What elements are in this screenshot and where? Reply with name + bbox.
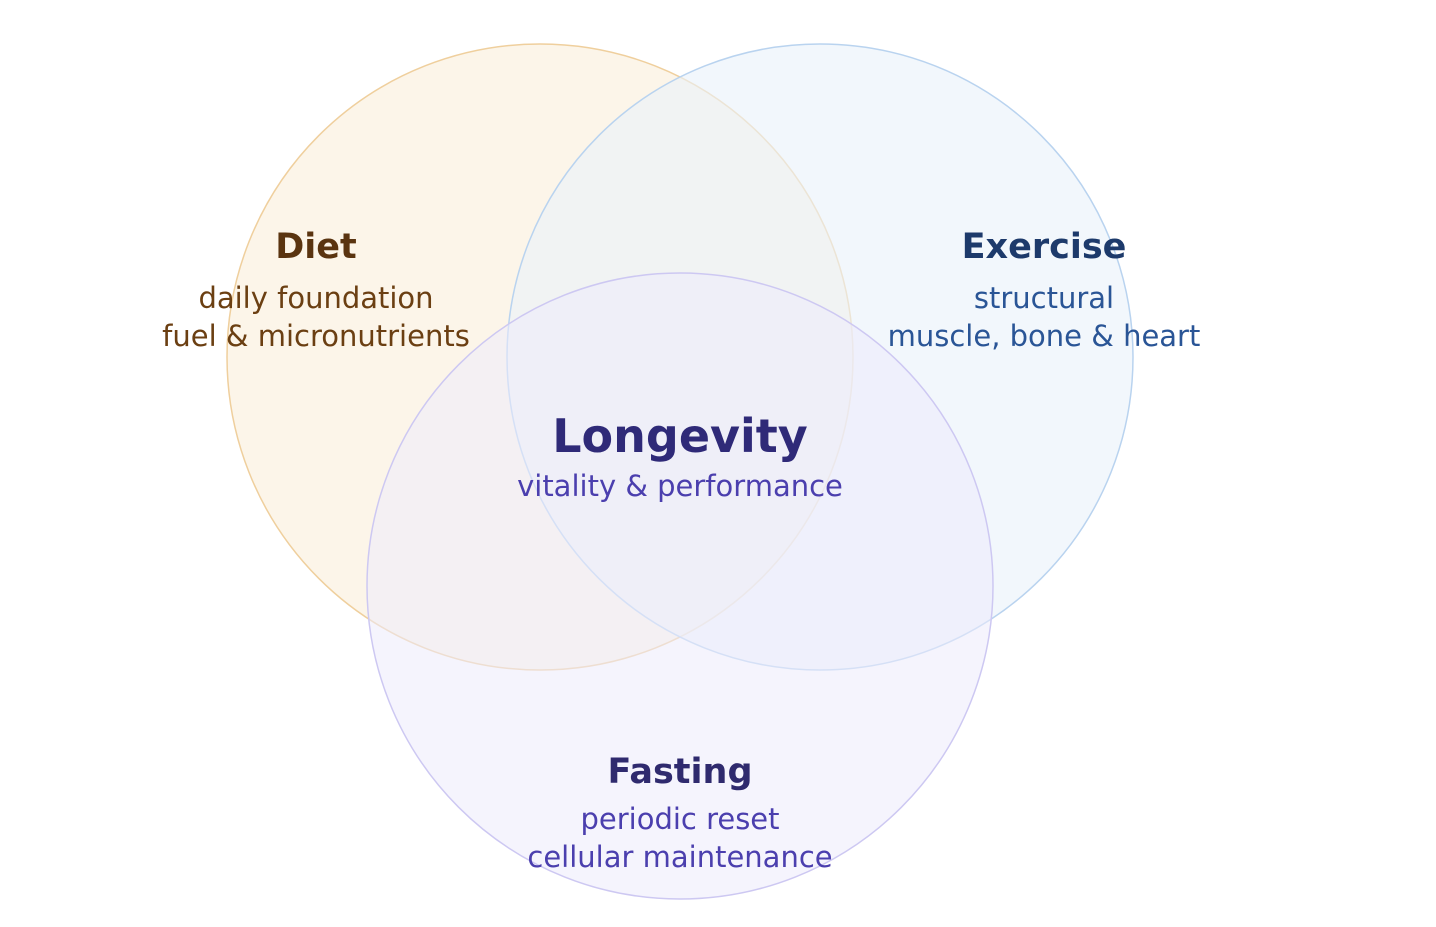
exercise-line-1: structural <box>974 281 1114 315</box>
fasting-line-2: cellular maintenance <box>527 840 832 874</box>
fasting-title: Fasting <box>607 752 752 792</box>
center-label-group: Longevity vitality & performance <box>517 409 843 503</box>
diet-line-1: daily foundation <box>198 281 433 315</box>
diet-label-group: Diet daily foundation fuel & micronutrie… <box>162 227 470 353</box>
fasting-line-1: periodic reset <box>580 802 779 836</box>
exercise-line-2: muscle, bone & heart <box>888 319 1201 353</box>
circle-layer <box>226 43 1134 900</box>
fasting-circle <box>366 272 994 900</box>
center-subtitle: vitality & performance <box>517 469 843 503</box>
diet-line-2: fuel & micronutrients <box>162 319 470 353</box>
fasting-label-group: Fasting periodic reset cellular maintena… <box>527 752 832 874</box>
exercise-title: Exercise <box>962 227 1127 267</box>
center-title: Longevity <box>552 409 808 463</box>
diet-title: Diet <box>275 227 357 267</box>
exercise-label-group: Exercise structural muscle, bone & heart <box>888 227 1201 353</box>
